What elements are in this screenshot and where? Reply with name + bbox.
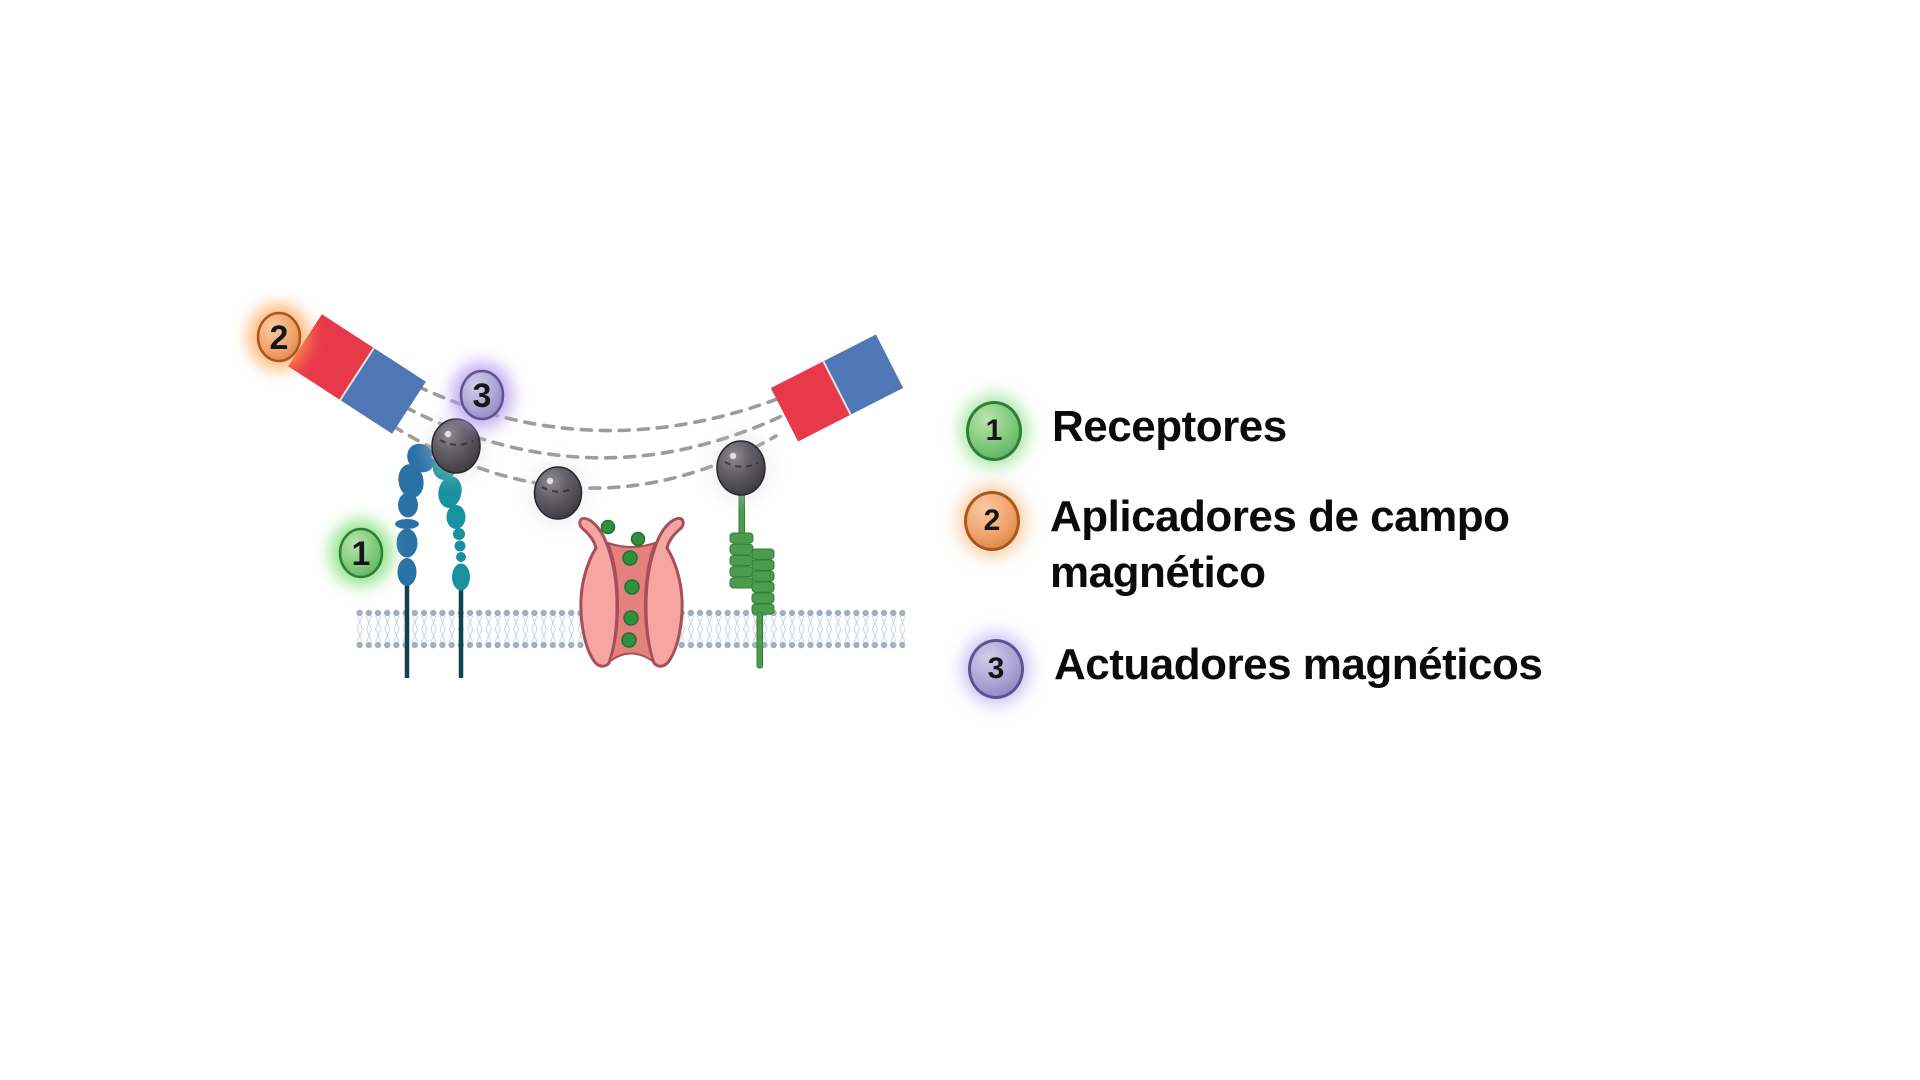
marker-2-aplicadores: 2 [248, 304, 310, 370]
magnetic-nanoparticle-right [710, 434, 772, 502]
channel-lobe-right [644, 516, 685, 668]
ion [623, 610, 639, 626]
field-line-top [415, 384, 797, 433]
marker-3-actuadores: 3 [451, 362, 513, 428]
legend-item-actuadores: 3 Actuadores magnéticos [968, 637, 1543, 699]
legend-badge-1: 1 [966, 401, 1022, 461]
magnet-right [770, 334, 904, 442]
legend-badge-2: 2 [964, 491, 1020, 551]
channel-pore [607, 542, 656, 663]
marker-1-receptores: 1 [330, 520, 392, 586]
ion [621, 632, 637, 648]
ion [630, 531, 646, 547]
channel-lobe-left [578, 516, 619, 668]
magnetic-nanoparticle-middle [528, 460, 588, 526]
ion [622, 550, 638, 566]
marker-1-number: 1 [352, 535, 371, 573]
ions [600, 519, 646, 648]
legend-label-actuadores: Actuadores magnéticos [1054, 640, 1543, 689]
ion [624, 579, 640, 595]
legend-label-aplicadores: Aplicadores de campo magnético [1050, 492, 1510, 597]
magnetic-nanoparticle-left [425, 412, 487, 480]
ion-channel [578, 516, 685, 668]
legend-item-receptores: 1 Receptores [966, 399, 1287, 461]
legend-label-receptores: Receptores [1052, 402, 1287, 451]
legend-item-aplicadores: 2 Aplicadores de campo magnético [964, 489, 1570, 601]
legend-badge-3: 3 [968, 639, 1024, 699]
receptor-green [729, 489, 775, 669]
ion [600, 519, 616, 535]
marker-2-number: 2 [270, 319, 289, 357]
marker-3-number: 3 [473, 377, 492, 415]
